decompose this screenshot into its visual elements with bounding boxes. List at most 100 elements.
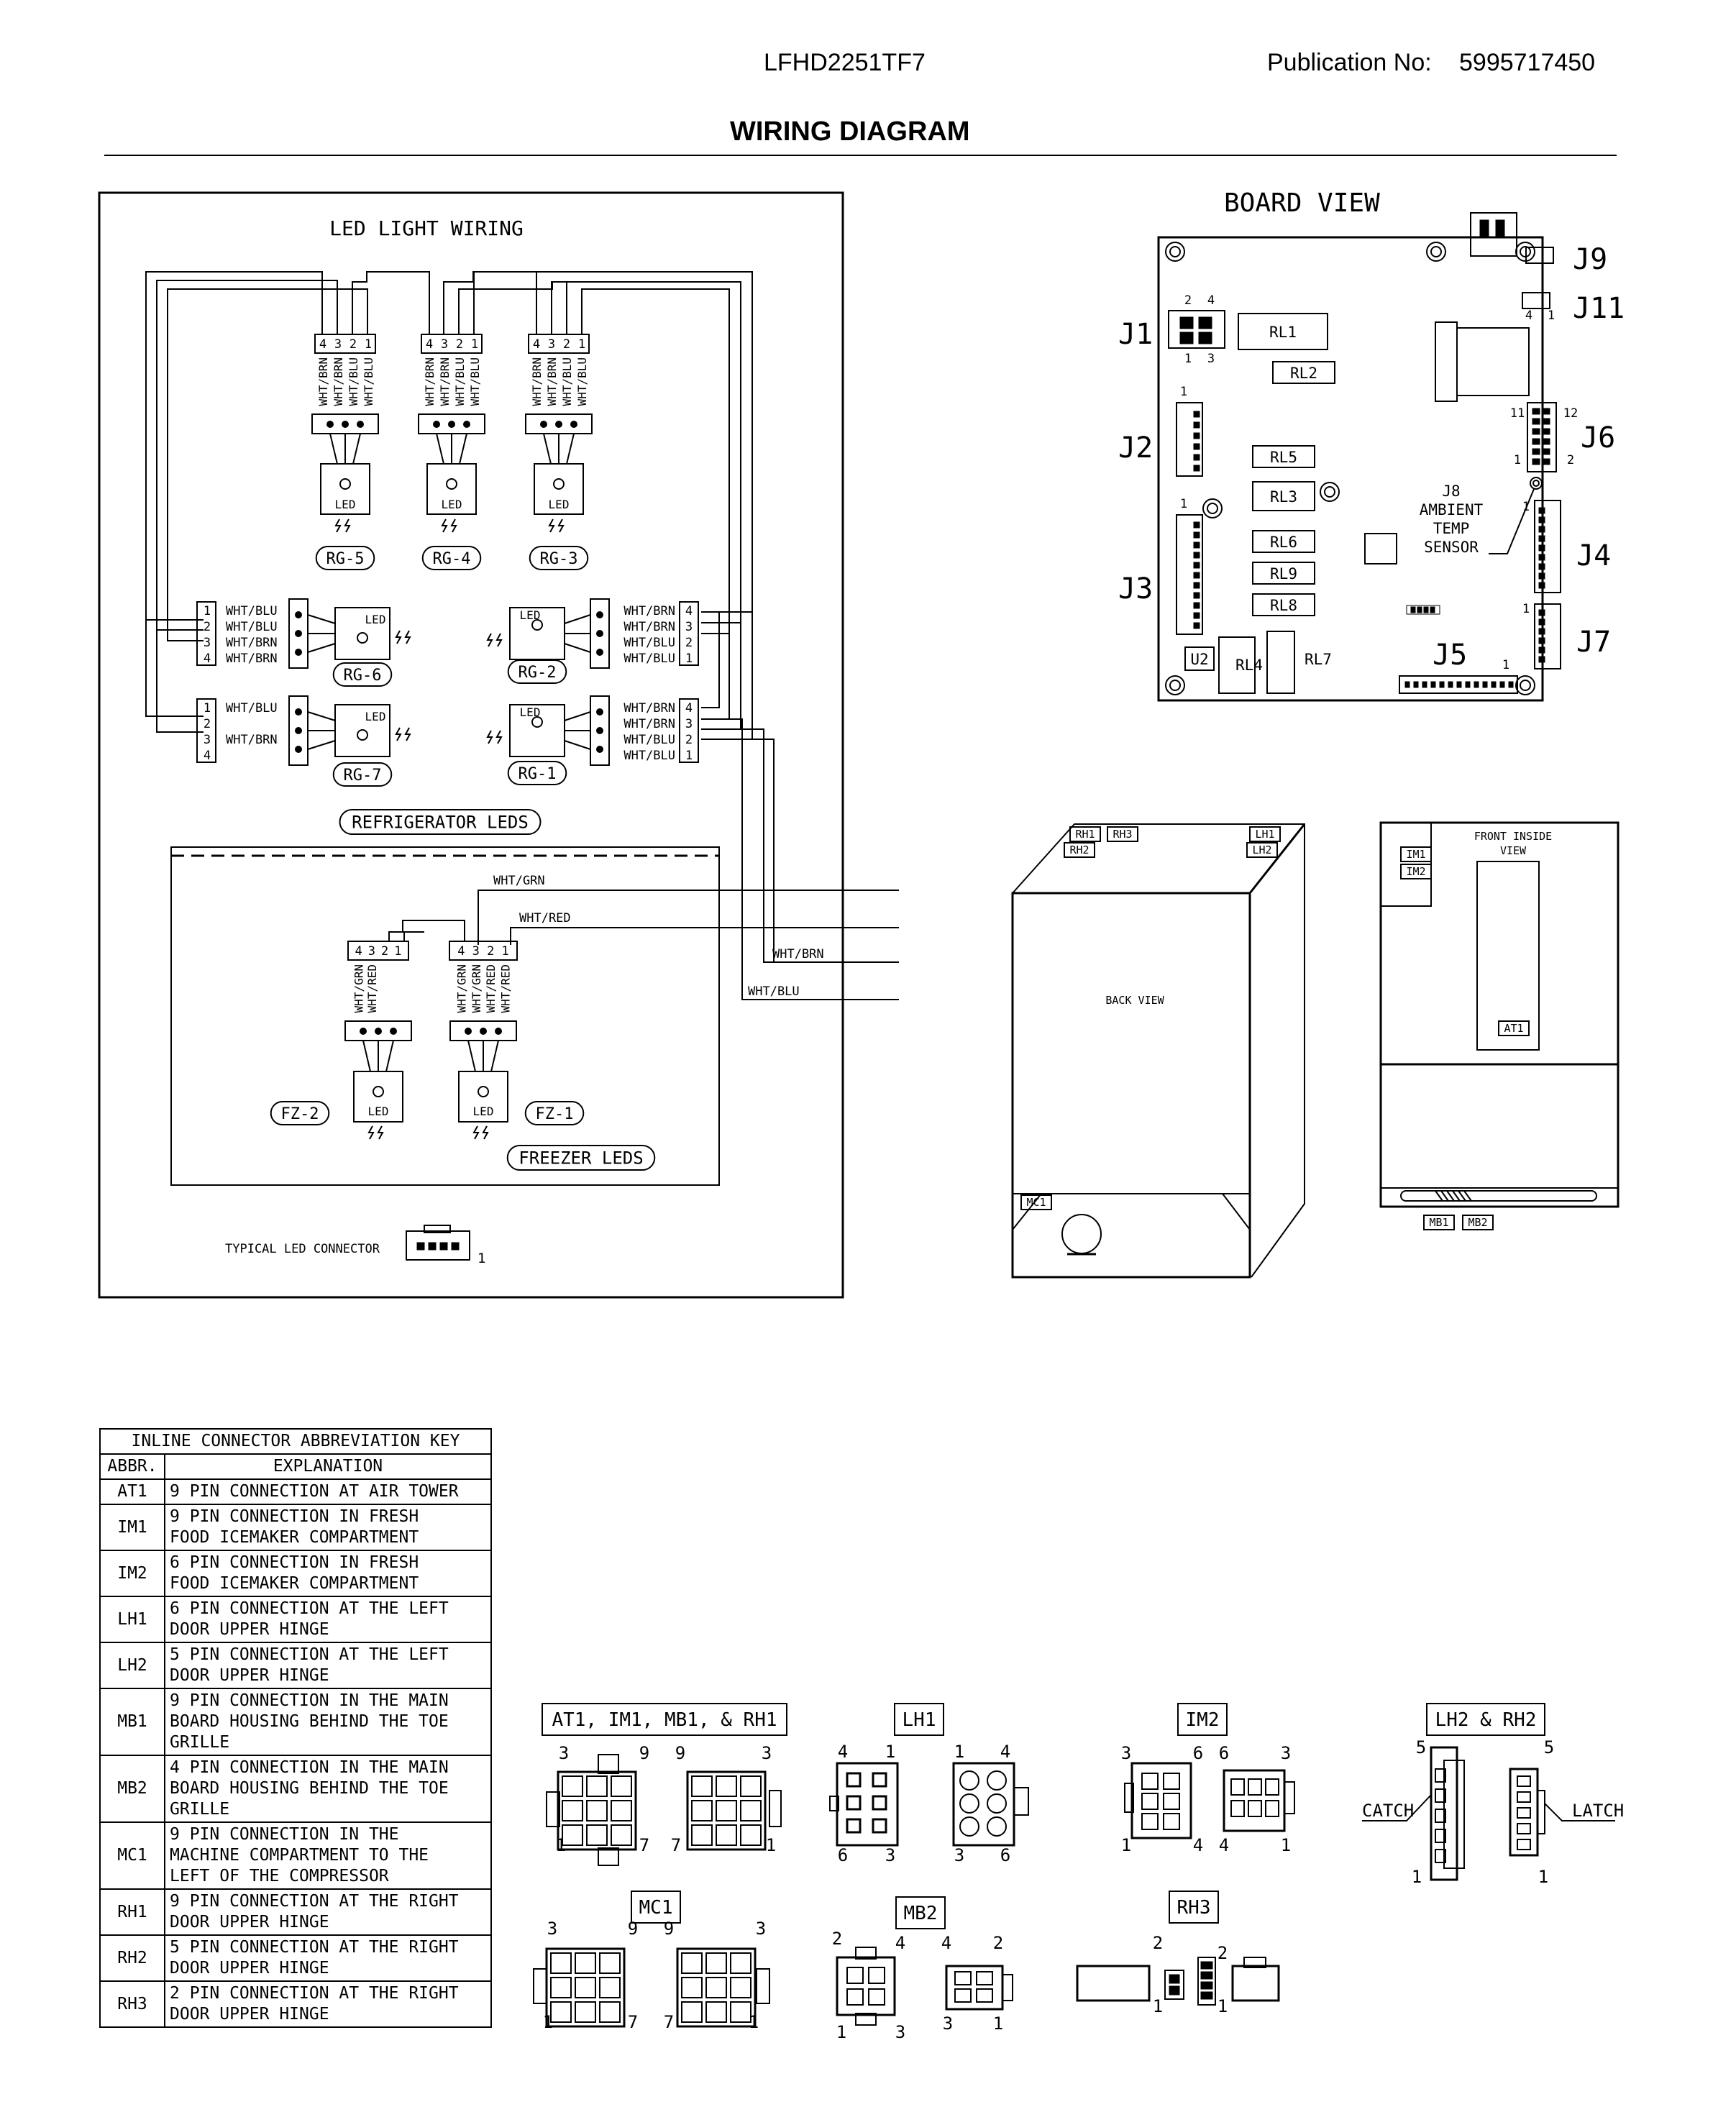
light-ray-icon: [557, 518, 565, 533]
pin-square: [1193, 572, 1200, 579]
light-ray-icon: [395, 727, 402, 741]
wire-color-label: WHT/BRN: [423, 357, 437, 406]
pin-square: [1532, 418, 1540, 425]
grille-slot: [1458, 1190, 1466, 1202]
lead: [564, 711, 591, 721]
explanation-line: 5 PIN CONNECTION AT THE RIGHT: [170, 1938, 459, 1957]
pin-square: [1538, 516, 1545, 524]
pin-square: [1193, 612, 1200, 619]
pin-square: [1538, 526, 1545, 533]
light-ray-icon: [344, 518, 351, 533]
pin-cell: [1517, 1839, 1531, 1850]
bus-wire-label: WHT/GRN: [493, 874, 545, 888]
pin-number: 1: [478, 1251, 485, 1266]
pin-number: 4: [1525, 308, 1532, 323]
abbr-cell: RH1: [99, 1888, 165, 1936]
mounting-hole: [1165, 675, 1185, 695]
pin-number: 3: [547, 1919, 557, 1939]
pin-dot: [357, 421, 364, 428]
wire-bus: [167, 288, 368, 641]
pin-cell: [1141, 1793, 1159, 1810]
wire-color-label: WHT/BLU: [226, 701, 278, 716]
pin-square: [1538, 507, 1545, 514]
led-id-rg-7: RG-7: [344, 767, 382, 785]
wire-color-label: WHT/BLU: [347, 357, 360, 406]
pin-square: [1538, 582, 1545, 589]
connector-label-j2: J2: [1118, 431, 1153, 465]
freezer-leds-label: FREEZER LEDS: [518, 1148, 643, 1169]
pin-cell: [846, 1772, 862, 1788]
led-body: [334, 607, 390, 660]
wire-color-label: WHT/BRN: [226, 733, 278, 747]
chip-u2: [1184, 646, 1215, 671]
led-connector-4pin: [196, 601, 216, 666]
abbr-cell: RH3: [99, 1980, 165, 2028]
pin-square: [1193, 592, 1200, 599]
pin-dot: [555, 421, 562, 428]
explanation-line: DOOR UPPER HINGE: [170, 1620, 329, 1639]
explanation-line: LEFT OF THE COMPRESSOR: [170, 1867, 389, 1885]
pin-cell: [1517, 1791, 1531, 1803]
wire-bus: [156, 280, 338, 631]
relay-label: RL6: [1270, 534, 1297, 551]
wire-bus: [388, 920, 465, 941]
pin-square: [1179, 316, 1194, 329]
pin-cell: [976, 1988, 993, 2003]
explanation-line: BOARD HOUSING BEHIND THE TOE: [170, 1712, 449, 1731]
pin-dot: [596, 727, 603, 734]
pin-cell: [1517, 1807, 1531, 1819]
explanation-line: 9 PIN CONNECTION IN THE MAIN: [170, 1691, 449, 1710]
explanation-line: 9 PIN CONNECTION AT THE RIGHT: [170, 1892, 459, 1911]
pin-number: 6: [1000, 1845, 1010, 1865]
pin-number: 4: [685, 604, 693, 618]
mounting-hole: [1320, 482, 1340, 502]
explanation-line: 4 PIN CONNECTION IN THE MAIN: [170, 1758, 449, 1777]
pin-square: [451, 1242, 460, 1251]
led-body: [334, 704, 390, 757]
latch-label: LATCH: [1572, 1801, 1624, 1821]
lead: [490, 1040, 499, 1072]
led-connector-4pin: [528, 334, 590, 354]
tag-rh1: RH1: [1075, 828, 1095, 841]
latch-side: [1284, 1781, 1295, 1814]
light-icon: [367, 1125, 384, 1140]
wire-bus: [458, 281, 567, 334]
pin-cell: [1517, 1775, 1531, 1787]
key-title-row: INLINE CONNECTOR ABBREVIATION KEY: [99, 1428, 492, 1455]
pin-number: 2: [832, 1929, 842, 1949]
pin-number: 3: [204, 636, 211, 650]
pin-number: 4: [355, 944, 362, 959]
pin-number: 1: [556, 1835, 566, 1855]
explanation-cell: 9 PIN CONNECTION IN THE MAIN BOARD HOUSIN…: [164, 1688, 492, 1756]
tag-mb1: MB1: [1429, 1216, 1448, 1229]
pin-number: 2: [487, 944, 494, 959]
pin-number: 1: [204, 604, 211, 618]
pin-dot: [295, 708, 302, 716]
pin-number: 3: [204, 733, 211, 747]
latch: [1243, 1957, 1266, 1968]
housing: [557, 1770, 637, 1851]
pin-number: 3: [472, 944, 480, 959]
latch-side: [1537, 1790, 1545, 1834]
pin-square: [1193, 454, 1200, 461]
pin-cell: [586, 1775, 608, 1797]
latch: [855, 2013, 877, 2026]
pin-cell: [846, 1988, 864, 2006]
pin-square: [1538, 535, 1545, 542]
connector-rh2-female: [1509, 1768, 1539, 1857]
wire-color-label: WHT/BLU: [468, 357, 482, 406]
pin-number: 7: [639, 1835, 649, 1855]
pin-cell: [868, 1967, 885, 1984]
pin-number: 1: [1281, 1835, 1291, 1855]
led-lens: [357, 632, 368, 644]
relay-rl7: [1266, 631, 1295, 694]
latch: [598, 1847, 619, 1866]
led-id-rg-6: RG-6: [344, 667, 382, 685]
led-lens: [531, 619, 543, 631]
